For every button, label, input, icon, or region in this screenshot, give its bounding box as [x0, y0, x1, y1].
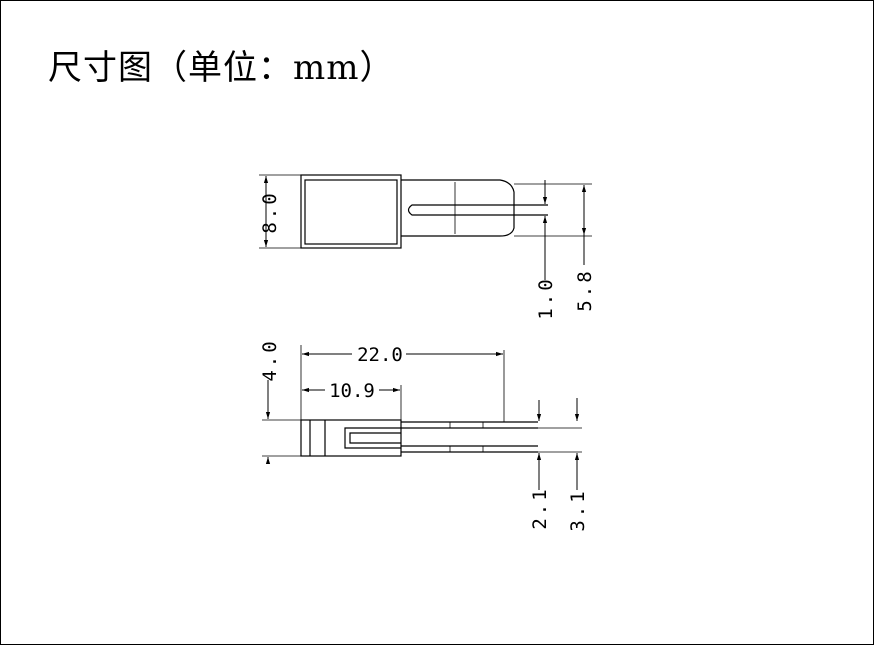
top-fork-outline: [401, 179, 515, 237]
side-pin-lower: [401, 445, 538, 453]
side-slot-outer: [344, 427, 401, 449]
dim-label-height: 8.0: [259, 190, 281, 233]
label-bg: [325, 380, 379, 400]
dim-label-offset-b: 3.1: [567, 488, 589, 531]
dim-label-offset-a: 2.1: [529, 486, 551, 529]
side-slot-inner: [349, 432, 401, 444]
top-body-inner: [304, 179, 398, 245]
side-body-outer: [300, 419, 402, 457]
top-body-outer: [300, 174, 402, 249]
dim-label-thickness: 4.0: [259, 338, 281, 381]
label-bg: [352, 344, 406, 364]
top-fork-slot: [407, 204, 548, 216]
dim-label-spacing: 5.8: [574, 268, 596, 311]
side-view: [262, 345, 582, 490]
dim-label-slot: 1.0: [535, 276, 557, 319]
dim-label-total: 22.0: [357, 344, 403, 366]
side-pin-upper: [401, 421, 538, 429]
dim-label-body: 10.9: [329, 380, 375, 402]
drawing-title: 尺寸图（单位：mm）: [48, 48, 395, 88]
top-view: [259, 174, 592, 280]
